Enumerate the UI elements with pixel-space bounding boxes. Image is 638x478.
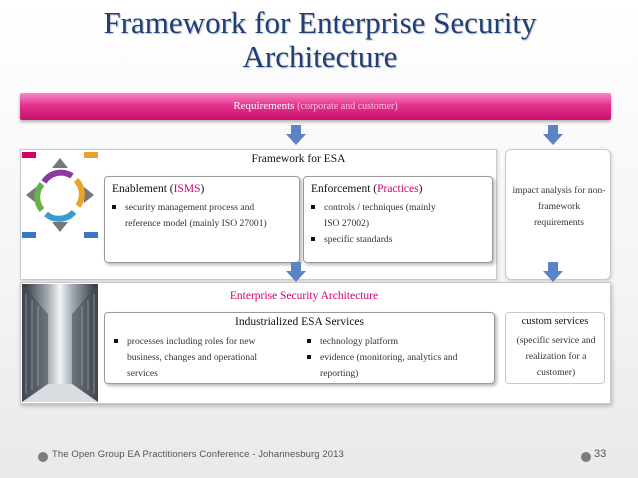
list-item: security management process and referenc… [112,200,277,232]
requirements-bar: Requirements (corporate and customer) [20,93,611,120]
impact-analysis-text: impact analysis for non-framework requir… [512,185,606,228]
footer-bullet-icon [38,452,48,462]
esa-heading: Enterprise Security Architecture [229,290,379,302]
requirements-label: Requirements [233,100,295,112]
industrialized-services-box: Industrialized ESA Services processes in… [104,312,495,384]
footer-text: The Open Group EA Practitioners Conferen… [52,449,344,460]
list-item: processes including roles for new busine… [114,334,279,382]
list-item: controls / techniques (mainly ISO 27002) [311,200,441,232]
requirements-sub: (corporate and customer) [297,101,398,112]
page-number: 33 [594,448,607,460]
datacenter-image [22,284,98,402]
slide-title: Framework for Enterprise Security Archit… [40,6,600,74]
services-list-left: processes including roles for new busine… [114,334,279,382]
impact-analysis-box: impact analysis for non-framework requir… [505,149,611,280]
custom-services-text: (specific service and realization for a … [516,335,596,378]
list-item: technology platform [307,334,477,350]
cycle-diagram-icon [22,152,98,238]
industrialized-services-title: Industrialized ESA Services [234,316,365,328]
enablement-list: security management process and referenc… [112,200,277,232]
enablement-box: Enablement (ISMS) security management pr… [104,176,300,263]
framework-heading: Framework for ESA [251,153,346,165]
enablement-title: Enablement (ISMS) [112,183,205,195]
services-list-right: technology platform evidence (monitoring… [307,334,477,382]
enforcement-list: controls / techniques (mainly ISO 27002)… [311,200,441,248]
enforcement-title: Enforcement (Practices) [311,183,423,195]
enforcement-box: Enforcement (Practices) controls / techn… [303,176,493,263]
custom-services-box: custom services (specific service and re… [505,312,605,384]
slide-title-line2: Architecture [242,39,398,74]
list-item: specific standards [311,232,441,248]
down-arrow-icon [543,125,563,145]
down-arrow-icon [286,125,306,145]
down-arrow-icon [543,262,563,282]
list-item: evidence (monitoring, analytics and repo… [307,350,477,382]
slide-title-line1: Framework for Enterprise Security [103,5,537,40]
down-arrow-icon [286,262,306,282]
custom-services-title: custom services [521,316,589,327]
page-bullet-icon [581,452,591,462]
